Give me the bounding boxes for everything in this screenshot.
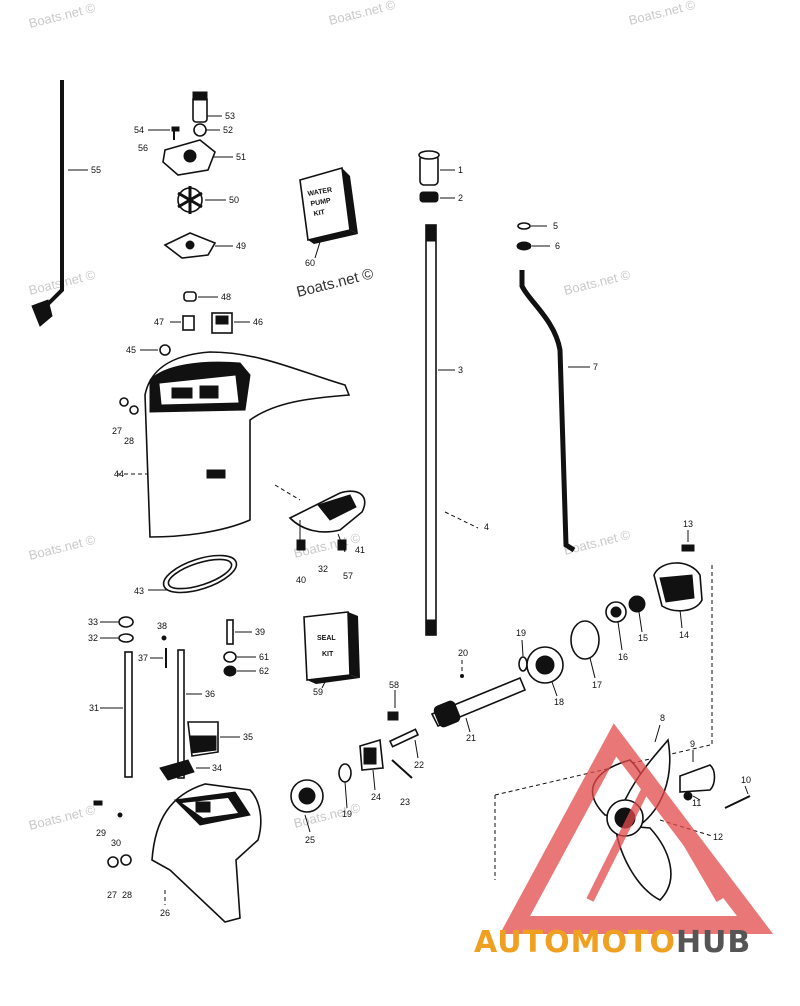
kit-label-line: KIT [322,651,334,658]
callout-13: 13 [683,519,693,529]
callout-28-upper: 28 [124,436,134,446]
callout-58: 58 [389,680,399,690]
watermark-text: Boats.net © [27,532,97,563]
callout-39: 39 [255,627,265,637]
callout-6: 6 [555,241,560,251]
driveshaft-housing-part-44 [117,351,351,538]
watermark-text: Boats.net © [562,527,632,558]
gear-train-parts [290,639,528,833]
callout-32-right: 32 [318,564,328,574]
callout-8: 8 [660,713,665,723]
callout-17: 17 [592,680,602,690]
callout-41: 41 [355,545,365,555]
callout-14: 14 [679,630,689,640]
callout-3: 3 [458,365,463,375]
callout-18: 18 [554,697,564,707]
callout-45: 45 [126,345,136,355]
callout-37: 37 [138,653,148,663]
callout-44: 44 [114,469,124,479]
water-pump-kit-box-60: WATER PUMP KIT [299,166,358,259]
watermark-text: Boats.net © [27,0,97,31]
callout-27-lower: 27 [107,890,117,900]
callout-52: 52 [223,125,233,135]
callout-24: 24 [371,792,381,802]
callout-15: 15 [638,633,648,643]
kit-label-line: KIT [313,209,326,218]
callout-32-left: 32 [88,633,98,643]
callout-46: 46 [253,317,263,327]
callout-1: 1 [458,165,463,175]
callout-62: 62 [259,666,269,676]
watermark-text: Boats.net © [562,267,632,298]
callout-19-upper: 19 [516,628,526,638]
callout-20: 20 [458,648,468,658]
callout-40: 40 [296,575,306,585]
callout-55: 55 [91,165,101,175]
callout-labels: 1 2 3 4 5 6 7 8 9 10 11 12 13 14 15 16 1… [88,111,751,918]
callout-54: 54 [134,125,144,135]
shift-rod-part-7 [516,222,590,553]
callout-51: 51 [236,152,246,162]
shift-shaft-part-55 [31,80,88,327]
watermark-text: Boats.net © [627,0,697,28]
callout-43: 43 [134,586,144,596]
seal-kit-box-59: SEAL KIT [303,611,360,689]
gear-housing-part-26 [93,783,262,923]
callout-47: 47 [154,317,164,327]
callout-2: 2 [458,193,463,203]
brand-wordmark: AUTOMOTOHUB [474,925,751,960]
gearcase-small-parts [100,616,256,781]
callout-31: 31 [89,703,99,713]
callout-35: 35 [243,732,253,742]
callout-61: 61 [259,652,269,662]
gasket-part-43 [148,554,238,594]
bearing-carrier-parts [526,530,703,697]
watermark-text: Boats.net © [327,0,397,28]
callout-10: 10 [741,775,751,785]
callout-21: 21 [466,733,476,743]
callout-57: 57 [343,571,353,581]
callout-25: 25 [305,835,315,845]
automotohub-logo [499,723,774,934]
callout-16: 16 [618,652,628,662]
callout-26: 26 [160,908,170,918]
callout-53: 53 [225,111,235,121]
brand-hub: HUB [676,925,751,960]
callout-28-lower: 28 [122,890,132,900]
callout-38: 38 [157,621,167,631]
callout-22: 22 [414,760,424,770]
callout-27-upper: 27 [112,426,122,436]
callout-36: 36 [205,689,215,699]
callout-9: 9 [690,739,695,749]
callout-4: 4 [484,522,489,532]
callout-59: 59 [313,687,323,697]
callout-60: 60 [305,258,315,268]
callout-34: 34 [212,763,222,773]
watermark-center-text: Boats.net © [295,265,375,301]
water-pump-parts [140,91,250,356]
callout-30: 30 [111,838,121,848]
callout-50: 50 [229,195,239,205]
callout-49: 49 [236,241,246,251]
brand-moto: MOTO [571,925,676,960]
callout-48: 48 [221,292,231,302]
propeller-assembly-frame [494,565,713,880]
callout-7: 7 [593,362,598,372]
kit-label-line: PUMP [310,198,331,208]
callout-33: 33 [88,617,98,627]
callout-11: 11 [692,798,701,808]
callout-29: 29 [96,828,106,838]
driveshaft-part-3 [418,150,479,636]
kit-label-line: SEAL [317,635,336,642]
callout-5: 5 [553,221,558,231]
brand-auto: AUTO [474,925,571,960]
callout-19-lower: 19 [342,809,352,819]
anode-plate-part-41 [274,484,366,553]
callout-23: 23 [400,797,410,807]
watermark-text: Boats.net © [27,802,97,833]
kit-label-line: WATER [307,187,333,198]
callout-12: 12 [713,832,723,842]
callout-56: 56 [138,143,148,153]
